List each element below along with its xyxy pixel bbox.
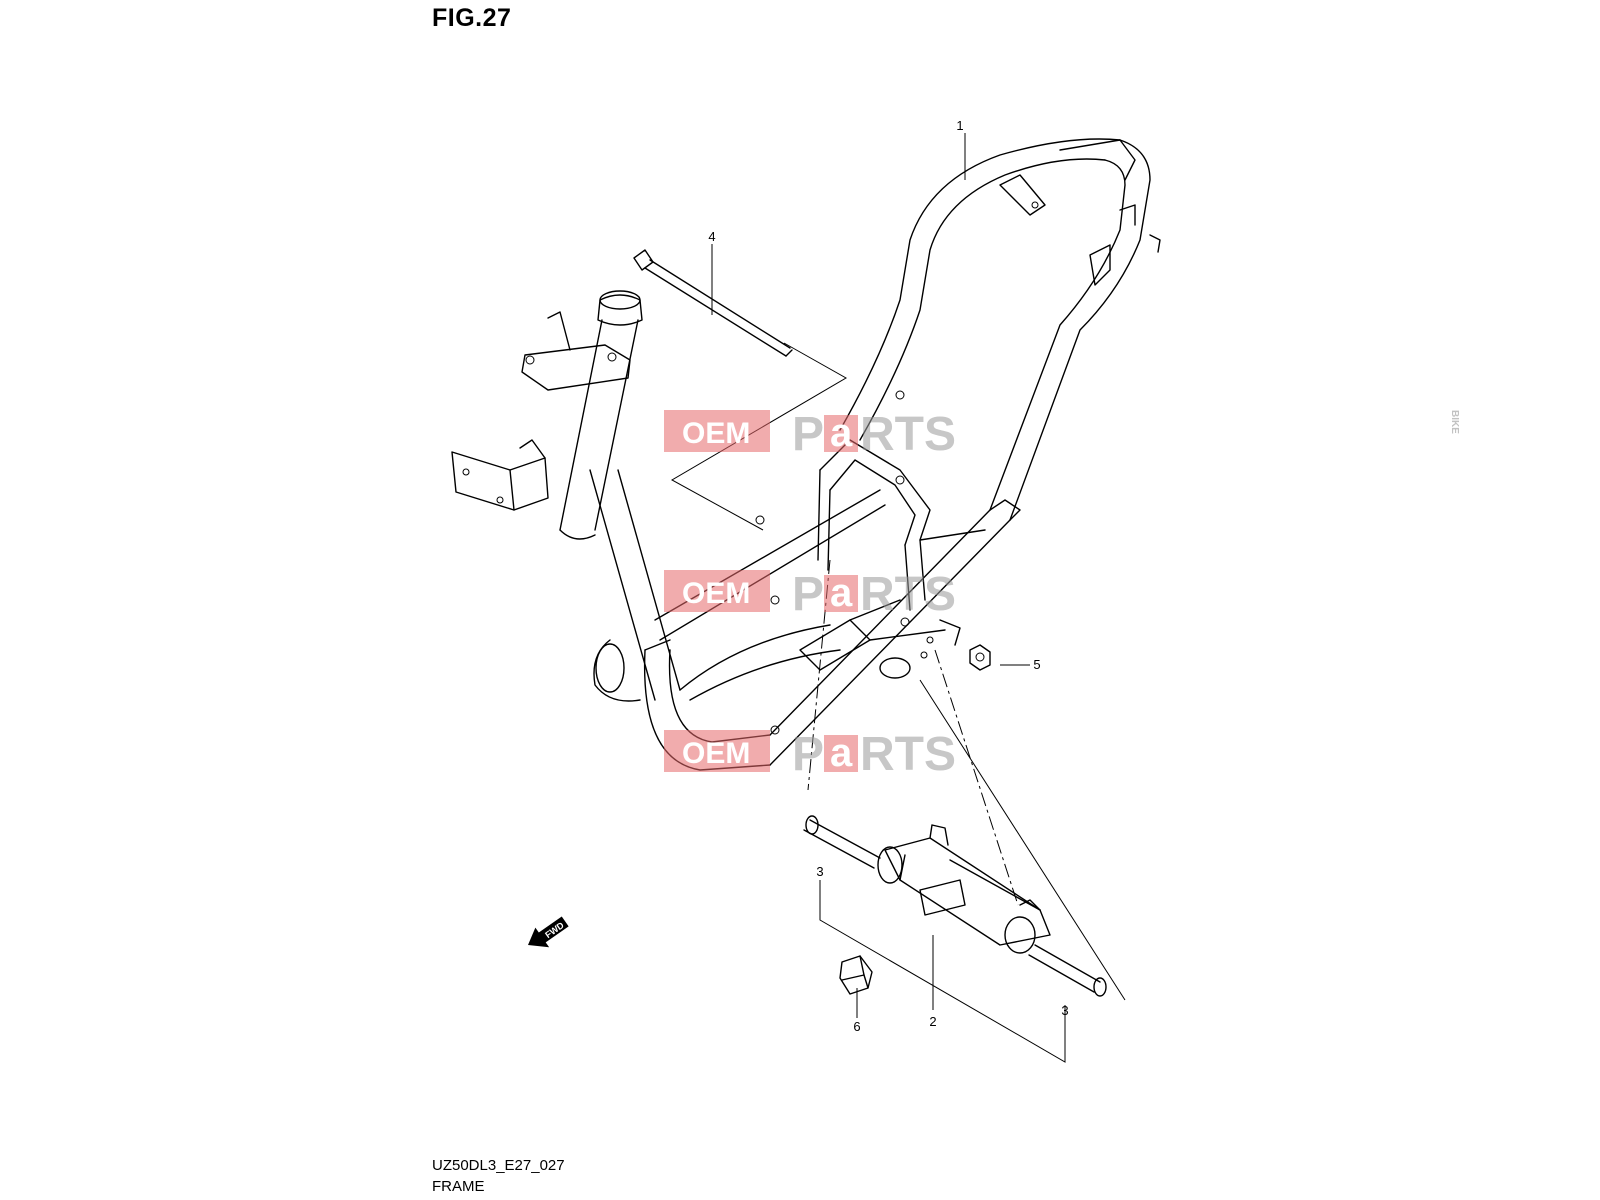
watermark-bottom: OEM P a RTS <box>664 728 956 781</box>
callout-3-upper: 3 <box>816 864 823 879</box>
svg-text:P: P <box>792 408 824 461</box>
callout-3-lower: 3 <box>1061 1003 1068 1018</box>
svg-text:a: a <box>830 731 853 775</box>
callout-5: 5 <box>1033 657 1040 672</box>
svg-text:RTS: RTS <box>860 408 956 461</box>
svg-text:BIKE: BIKE <box>1449 410 1460 434</box>
sleeve-upper <box>803 815 881 869</box>
callout-1: 1 <box>956 118 963 133</box>
svg-text:a: a <box>830 571 853 615</box>
svg-text:OEM: OEM <box>682 417 750 450</box>
diagram-code: UZ50DL3_E27_027 <box>432 1157 565 1174</box>
figure-title: FIG.27 <box>432 4 512 32</box>
sleeve-lower <box>1028 944 1107 997</box>
callout-2: 2 <box>929 1014 936 1029</box>
frame-bolt <box>633 249 793 357</box>
svg-text:RTS: RTS <box>860 728 956 781</box>
frame-nut <box>969 644 991 671</box>
svg-text:OEM: OEM <box>682 577 750 610</box>
callout-6: 6 <box>853 1019 860 1034</box>
watermark-middle: OEM P a RTS <box>664 568 956 621</box>
cushion-block <box>839 955 873 995</box>
svg-text:P: P <box>792 568 824 621</box>
callout-4: 4 <box>708 229 715 244</box>
main-frame <box>451 138 1161 771</box>
svg-text:P: P <box>792 728 824 781</box>
diagram-caption: FRAME <box>432 1178 485 1195</box>
svg-text:OEM: OEM <box>682 737 750 770</box>
svg-text:RTS: RTS <box>860 568 956 621</box>
engine-bracket <box>877 824 1051 954</box>
callout-labels: 1 2 3 3 4 5 6 <box>708 118 1068 1034</box>
watermark-top: OEM BIKE P a RTS <box>664 408 1460 461</box>
fwd-arrow: FWD <box>528 916 569 948</box>
svg-text:a: a <box>830 411 853 455</box>
